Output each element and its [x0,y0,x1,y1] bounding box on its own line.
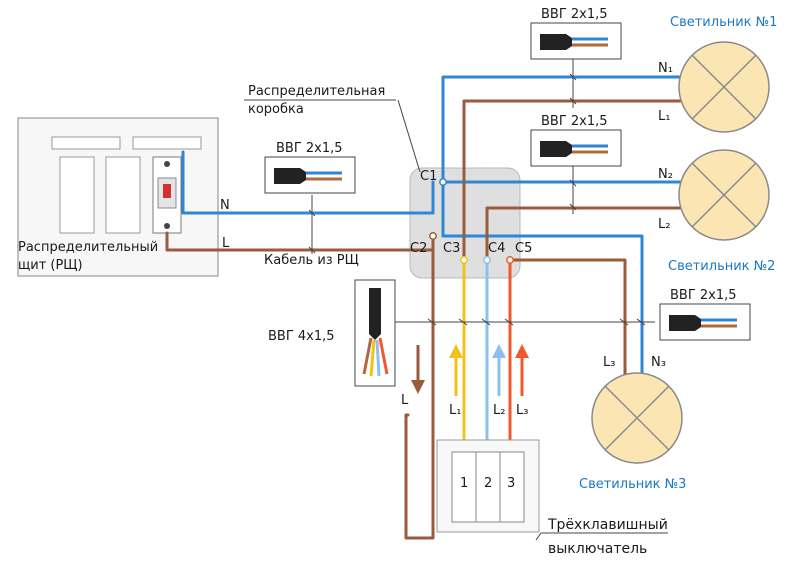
lamp-1-title: Светильник №1 [670,15,777,30]
switch-return-label: L [401,393,409,408]
cable-type-lamp3: ВВГ 2х1,5 [670,288,737,303]
junction-box-label-2: коробка [248,102,304,117]
lamp-3-phase-label: L₃ [603,355,615,370]
panel-label-1: Распределительный [18,240,158,255]
neutral-wire-feed [181,150,435,215]
phase-wire-lamp2 [485,206,682,262]
feed-cable-type: ВВГ 2х1,5 [276,141,343,156]
current-arrows [411,344,529,396]
switch-l3-label: L₃ [516,403,528,418]
label-underlines [244,99,668,541]
switch-l2-label: L₂ [493,403,505,418]
cable-icon-4core [354,279,396,387]
junction-terminals [429,178,514,264]
terminal-c1-label: C1 [420,169,437,184]
terminal-c4-label: C4 [488,241,505,256]
switch-key-3: 3 [507,476,515,491]
lamp-1-neutral-label: N₁ [658,61,673,76]
lamp-2 [678,149,770,241]
switch-label-2: выключатель [548,541,647,557]
terminal-c2-label: C2 [410,241,427,256]
lamp-3-title: Светильник №3 [579,477,686,492]
lamp-1 [678,41,770,133]
cable-type-top: ВВГ 2х1,5 [541,7,608,22]
cable-type-switch: ВВГ 4х1,5 [268,329,335,344]
switch-key-2: 2 [484,476,492,491]
distribution-panel [17,117,219,277]
terminal-c5-label: C5 [515,241,532,256]
panel-label-2: щит (РЩ) [18,258,83,273]
switch-label-1: Трёхклавишный [547,517,668,533]
lamp-3 [591,372,683,464]
feed-cable-label: Кабель из РЩ [264,253,359,268]
lamp-2-phase-label: L₂ [658,217,670,232]
switch-l1-label: L₁ [449,403,461,418]
phase-label: L [222,236,230,251]
lamp-2-title: Светильник №2 [668,259,775,274]
cable-icon-2core-feed [264,156,356,194]
three-key-switch [436,439,540,533]
lamp-2-neutral-label: N₂ [658,167,673,182]
terminal-c3-label: C3 [443,241,460,256]
neutral-label: N [220,198,230,213]
cable-icon-2core-lamp3 [659,303,751,341]
cable-icon-2core-mid [530,129,622,167]
phase-wire-lamp3 [508,258,627,382]
lamp-1-phase-label: L₁ [658,109,670,124]
neutral-wire-lamp3 [441,180,644,382]
phase-wire-switch-return [404,234,435,540]
switch-key-1: 1 [460,476,468,491]
cable-icon-2core-top [530,22,622,60]
junction-box-label-1: Распределительная [248,84,385,99]
cable-type-mid: ВВГ 2х1,5 [541,114,608,129]
circuit-breaker [152,156,182,234]
phase-wire-lamp1 [462,99,682,262]
lamp-3-neutral-label: N₃ [651,355,666,370]
neutral-wire-lamp1 [441,75,682,184]
